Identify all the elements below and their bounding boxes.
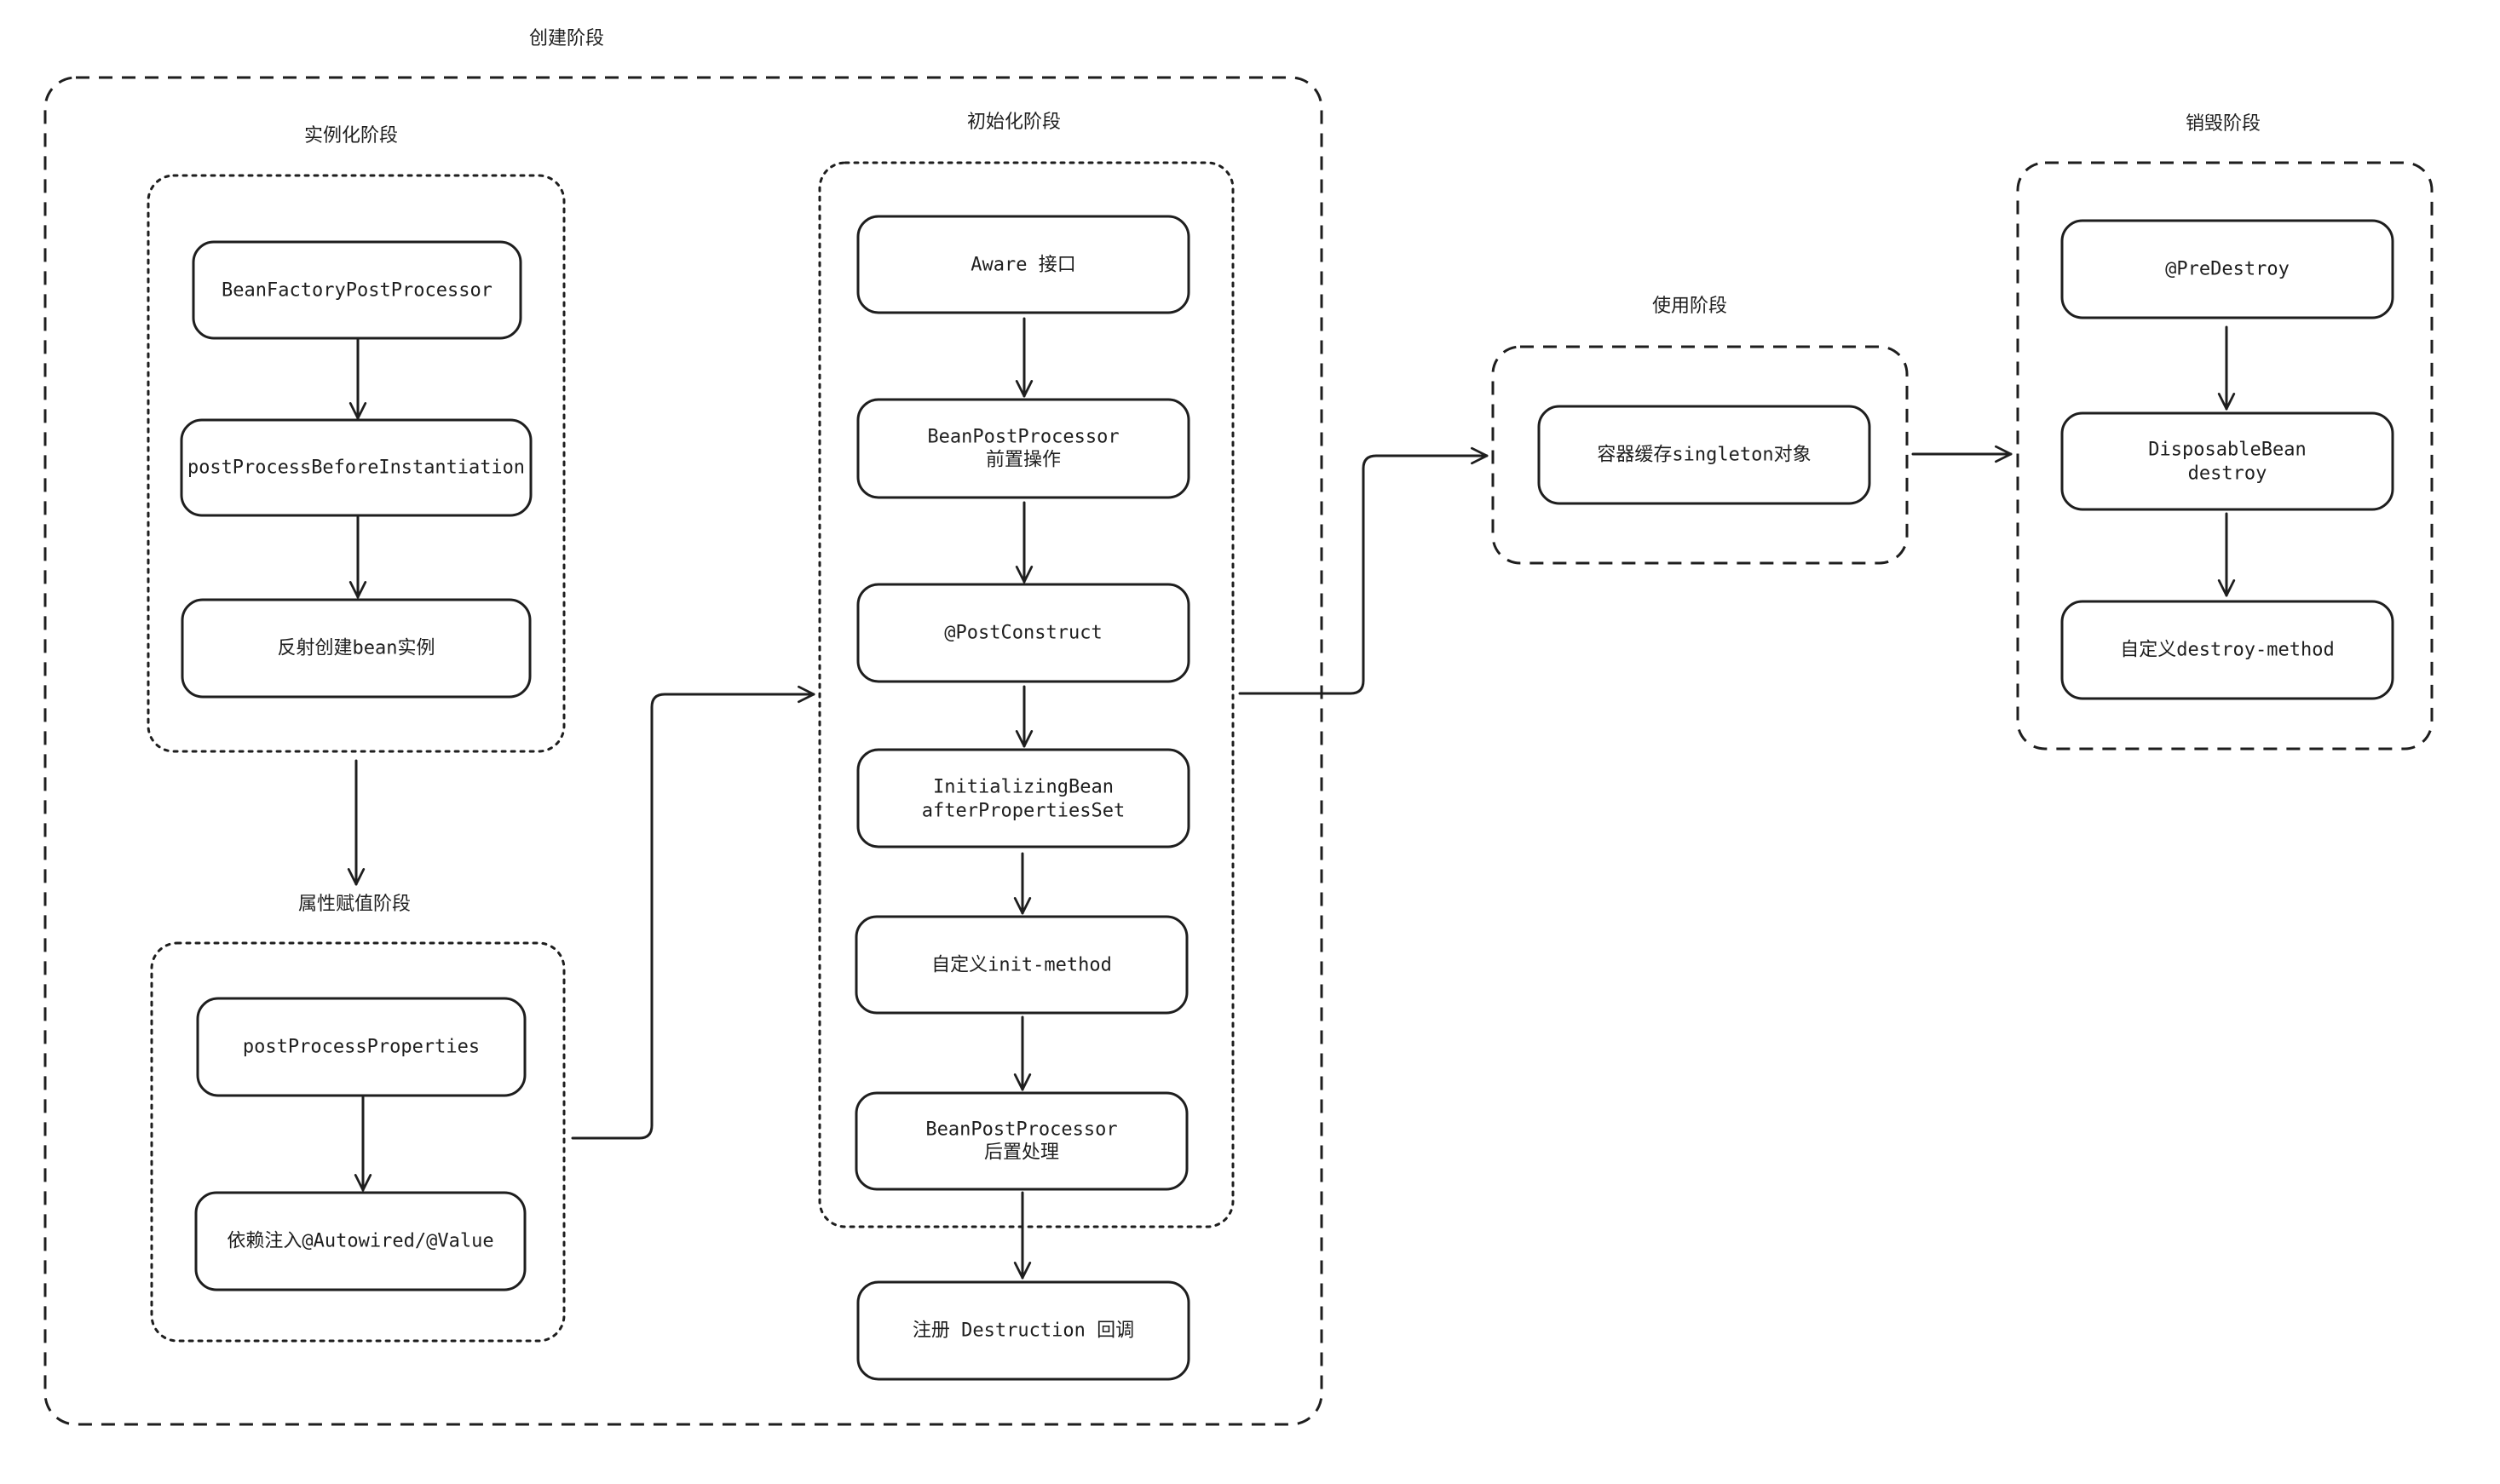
- node-disposable-line2: destroy: [2188, 463, 2267, 485]
- group-destroy-label: 销毁阶段: [2186, 113, 2261, 135]
- group-instantiate: [147, 174, 566, 753]
- node-bpp-after-line2: 后置处理: [984, 1142, 1059, 1164]
- node-bfpp: BeanFactoryPostProcessor: [192, 240, 522, 340]
- node-initmethod-line1: 自定义init-method: [931, 955, 1112, 976]
- node-initmethod: 自定义init-method: [855, 915, 1189, 1015]
- node-initbean-line1: InitializingBean: [933, 777, 1114, 798]
- node-register: 注册 Destruction 回调: [856, 1280, 1190, 1381]
- group-populate: [150, 941, 566, 1343]
- node-initbean-line2: afterPropertiesSet: [922, 801, 1125, 822]
- node-reflect-line1: 反射创建bean实例: [278, 638, 435, 659]
- group-use-label: 使用阶段: [1652, 296, 1727, 317]
- node-predestroy: @PreDestroy: [2060, 219, 2394, 319]
- node-ppp: postProcessProperties: [196, 997, 527, 1097]
- node-destroymethod: 自定义destroy-method: [2060, 600, 2394, 700]
- node-bpp-after: BeanPostProcessor 后置处理: [855, 1091, 1189, 1191]
- group-initialize: [818, 161, 1235, 1228]
- node-bpp-before-line2: 前置操作: [986, 450, 1061, 471]
- group-create: [43, 76, 1323, 1426]
- node-bpp-before-line1: BeanPostProcessor: [927, 427, 1119, 448]
- node-aware: Aware 接口: [856, 215, 1190, 314]
- edge-populate-initialize: [571, 685, 815, 1140]
- node-cache: 容器缓存singleton对象: [1537, 405, 1871, 505]
- edge-initialize-use: [1238, 446, 1489, 695]
- node-ppbi: postProcessBeforeInstantiation: [180, 418, 533, 517]
- group-instantiate-label: 实例化阶段: [304, 125, 398, 147]
- node-register-line1: 注册 Destruction 回调: [913, 1320, 1134, 1342]
- node-destroymethod-line1: 自定义destroy-method: [2120, 640, 2334, 661]
- node-predestroy-line1: @PreDestroy: [2165, 259, 2290, 280]
- group-destroy: [2016, 161, 2434, 751]
- node-inject: 依赖注入@Autowired/@Value: [194, 1191, 527, 1291]
- node-ppbi-line1: postProcessBeforeInstantiation: [187, 457, 525, 479]
- group-create-label: 创建阶段: [529, 28, 604, 49]
- node-postconstruct: @PostConstruct: [856, 583, 1190, 683]
- node-disposable: DisposableBean destroy: [2060, 411, 2394, 511]
- node-ppp-line1: postProcessProperties: [243, 1037, 480, 1058]
- node-initbean: InitializingBean afterPropertiesSet: [856, 748, 1190, 848]
- node-cache-line1: 容器缓存singleton对象: [1597, 445, 1811, 466]
- node-bpp-after-line1: BeanPostProcessor: [925, 1119, 1117, 1141]
- edges: [347, 317, 2236, 1280]
- node-reflect: 反射创建bean实例: [181, 598, 532, 699]
- node-inject-line1: 依赖注入@Autowired/@Value: [227, 1231, 493, 1252]
- node-disposable-line1: DisposableBean: [2148, 440, 2306, 461]
- group-use: [1491, 345, 1909, 565]
- node-postconstruct-line1: @PostConstruct: [944, 623, 1102, 644]
- group-populate-label: 属性赋值阶段: [298, 894, 411, 915]
- node-bfpp-line1: BeanFactoryPostProcessor: [222, 280, 493, 302]
- group-initialize-label: 初始化阶段: [967, 112, 1061, 133]
- node-bpp-before: BeanPostProcessor 前置操作: [856, 398, 1190, 499]
- node-aware-line1: Aware 接口: [971, 255, 1075, 276]
